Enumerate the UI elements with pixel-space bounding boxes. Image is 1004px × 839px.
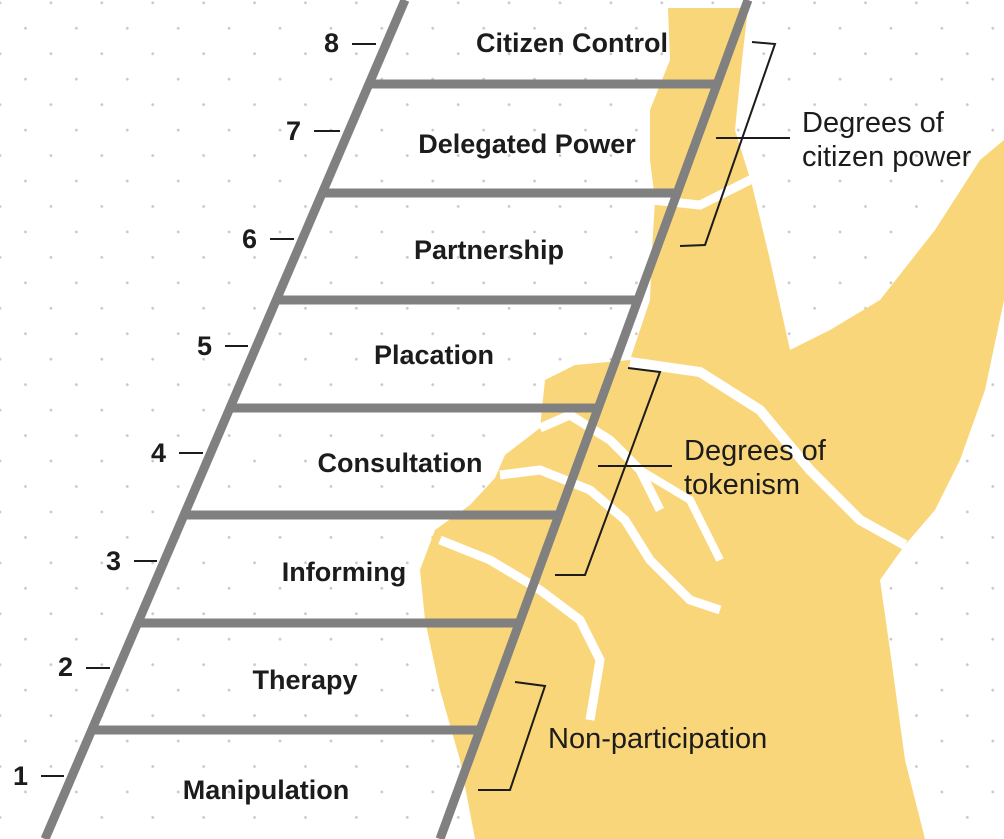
rung-number: 4 <box>151 438 166 468</box>
group-tokenism-line1: Degrees of <box>684 435 827 467</box>
rung-label: Citizen Control <box>476 28 668 58</box>
group-citizen-power-line1: Degrees of <box>802 107 945 139</box>
rung-number: 8 <box>324 28 339 58</box>
rung-label: Informing <box>282 557 406 587</box>
group-non-participation-line1: Non-participation <box>548 723 767 755</box>
rung-label: Therapy <box>252 665 357 695</box>
rung-label: Partnership <box>414 235 564 265</box>
rung-number: 2 <box>58 652 73 682</box>
hand-crease-2 <box>629 357 908 550</box>
rung-number: 6 <box>242 224 257 254</box>
rung-number: 5 <box>197 331 212 361</box>
bracket-non-participation <box>478 681 547 791</box>
group-citizen-power-line2: citizen power <box>802 141 972 173</box>
rung-number: 3 <box>106 546 121 576</box>
ladder <box>40 0 753 839</box>
hand-crease-3 <box>538 409 665 513</box>
ladder-right-rail <box>435 0 753 839</box>
hand-thumb-palm <box>420 8 1004 839</box>
hand-crease-6 <box>637 466 724 562</box>
rung-label: Consultation <box>318 448 483 478</box>
group-tokenism-line2: tokenism <box>684 469 800 501</box>
bracket-citizen-power <box>679 41 790 247</box>
hand-crease-5 <box>438 535 605 721</box>
ladder-left-rail <box>40 0 410 839</box>
group-layer: Degrees of citizen power Degrees of toke… <box>478 41 972 791</box>
rung-label: Placation <box>374 340 494 370</box>
rung-label: Delegated Power <box>418 129 636 159</box>
rung-number: 1 <box>13 761 28 791</box>
hand-crease-1 <box>651 170 763 210</box>
bracket-tokenism <box>555 367 672 576</box>
hand-illustration <box>420 8 1004 839</box>
rung-label: Manipulation <box>183 775 349 805</box>
hand-crease-4 <box>499 465 722 615</box>
rung-number: 7 <box>286 116 301 146</box>
